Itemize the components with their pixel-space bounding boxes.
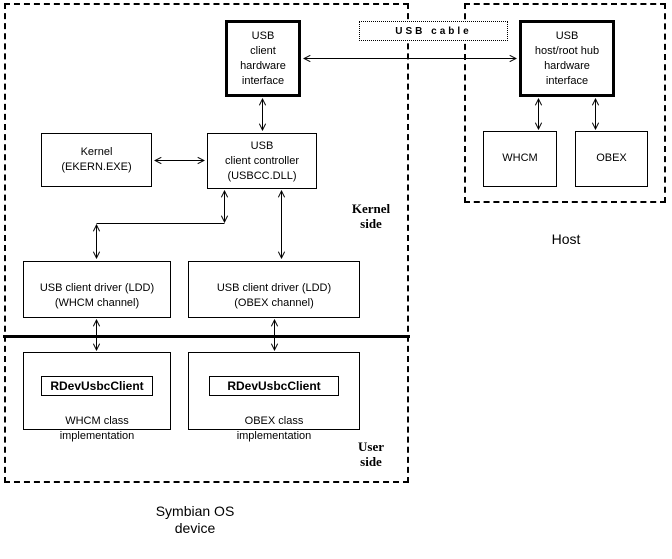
host-whcm-label: WHCM bbox=[502, 152, 538, 164]
host-obex-label: OBEX bbox=[596, 152, 627, 164]
whcm-class-impl-label: WHCM class implementation bbox=[59, 415, 135, 442]
whcm-class-impl-box: RDevUsbcClient WHCM class implementation bbox=[23, 352, 171, 442]
rdevusbcclient-whcm-box: RDevUsbcClient bbox=[41, 376, 153, 396]
symbian-device-boundary bbox=[4, 3, 409, 483]
obex-class-impl-box: RDevUsbcClient OBEX class implementation bbox=[188, 352, 360, 442]
kernel-side-label: Kernel side bbox=[351, 201, 391, 231]
usb-host-hw-interface-box: USB host/root hub hardware interface bbox=[519, 20, 615, 97]
rdevusbcclient-whcm-label: RDevUsbcClient bbox=[50, 378, 144, 393]
usb-client-controller-box: USB client controller (USBCC.DLL) bbox=[207, 133, 317, 189]
rdevusbcclient-obex-label: RDevUsbcClient bbox=[227, 378, 321, 393]
usb-cable-label-text: USB cable bbox=[395, 25, 472, 37]
kernel-user-separator bbox=[3, 335, 410, 338]
host-caption: Host bbox=[551, 231, 581, 247]
ldd-obex-box: USB client driver (LDD) (OBEX channel) bbox=[188, 261, 360, 318]
usb-host-hw-interface-label: USB host/root hub hardware interface bbox=[534, 29, 600, 87]
host-whcm-box: WHCM bbox=[483, 131, 557, 187]
host-obex-box: OBEX bbox=[575, 131, 648, 187]
usb-client-controller-label: USB client controller (USBCC.DLL) bbox=[225, 139, 299, 182]
symbian-device-caption: Symbian OS device bbox=[155, 503, 235, 536]
user-side-label: User side bbox=[358, 439, 384, 469]
kernel-label: Kernel (EKERN.EXE) bbox=[61, 146, 132, 173]
usb-cable-label: USB cable bbox=[359, 21, 508, 41]
ldd-whcm-box: USB client driver (LDD) (WHCM channel) bbox=[23, 261, 171, 318]
kernel-box: Kernel (EKERN.EXE) bbox=[41, 133, 152, 187]
obex-class-impl-label: OBEX class implementation bbox=[236, 415, 312, 442]
ldd-whcm-label: USB client driver (LDD) (WHCM channel) bbox=[39, 282, 155, 309]
rdevusbcclient-obex-box: RDevUsbcClient bbox=[209, 376, 339, 396]
usb-client-hw-interface-box: USB client hardware interface bbox=[225, 20, 301, 97]
usb-client-hw-interface-label: USB client hardware interface bbox=[240, 29, 286, 87]
host-boundary bbox=[464, 3, 666, 203]
ldd-obex-label: USB client driver (LDD) (OBEX channel) bbox=[216, 282, 332, 309]
